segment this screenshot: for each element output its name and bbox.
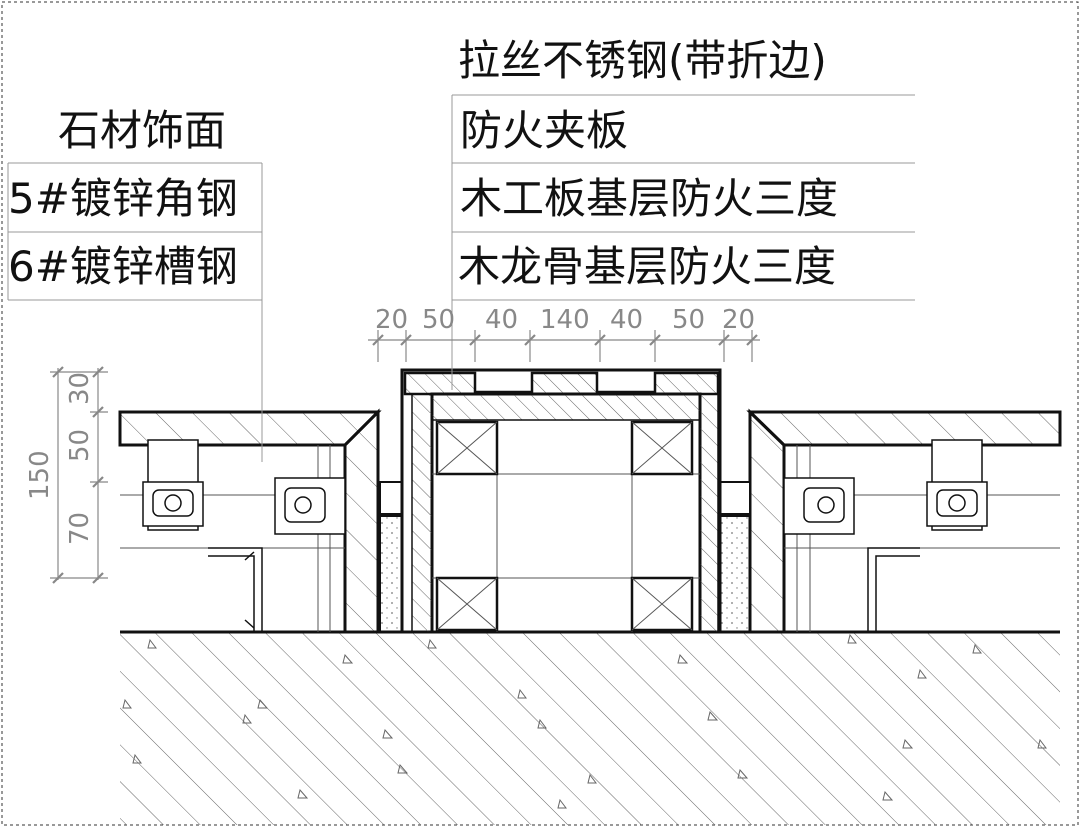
left-angle-steel-clip [142,439,204,531]
label-fire-board: 防火夹板 [460,106,629,155]
vertical-dimension-labels: 150 30 50 70 [25,372,95,545]
label-stone-finish: 石材饰面 [58,106,227,155]
label-angle-steel: 5#镀锌角钢 [8,174,238,223]
label-channel-steel: 6#镀锌槽钢 [8,242,238,291]
label-blockboard-base: 木工板基层防火三度 [460,174,839,223]
leader-lines [7,94,915,462]
horizontal-dimension [368,330,760,362]
dim-v-0: 30 [65,372,95,405]
dim-h-1: 50 [422,305,455,335]
dim-h-4: 40 [610,305,643,335]
label-stainless-steel: 拉丝不锈钢(带折边) [458,36,827,85]
right-stone-finish [746,408,1062,634]
right-angle-steel-clip [926,439,988,531]
right-gap-fill [719,481,751,633]
keel-cross-marks [436,421,693,631]
dim-h-2: 40 [485,305,518,335]
central-joint [400,368,722,634]
horizontal-dimension-labels: 20 50 40 140 40 50 20 [375,305,755,335]
vertical-dimension [50,366,108,584]
wood-keels [435,420,694,632]
dim-h-6: 20 [722,305,755,335]
left-channel-clip [274,477,346,535]
left-channel-steel [208,547,263,632]
dim-v-1: 50 [65,429,95,462]
dim-v-2: 70 [65,512,95,545]
right-channel-clip [783,477,855,535]
dim-h-5: 50 [672,305,705,335]
dim-h-0: 20 [375,305,408,335]
concrete-base [120,630,1060,825]
right-channel-steel [867,547,920,632]
dim-h-3: 140 [540,305,590,335]
label-wood-keel-base: 木龙骨基层防火三度 [458,242,837,291]
dim-v-total: 150 [25,450,55,500]
left-stone-finish [118,408,382,634]
